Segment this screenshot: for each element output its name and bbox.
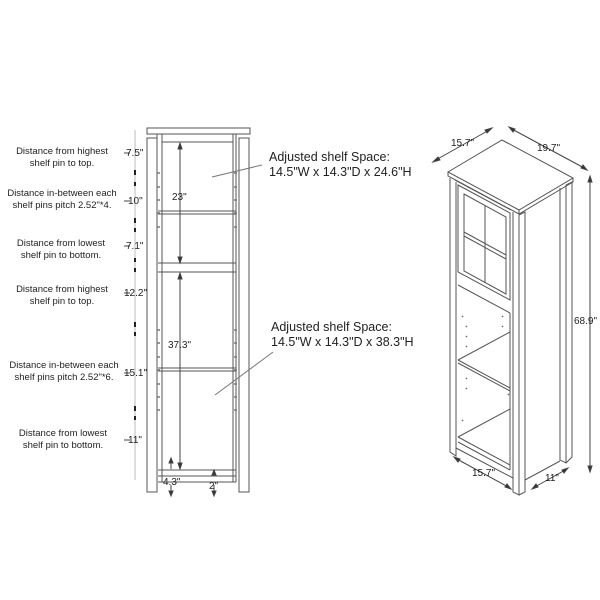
annotation-upper-pitch: Distance in-between each shelf pins pitc… <box>7 188 117 211</box>
annotation-lower-bottom: Distance from lowest shelf pin to bottom… <box>18 428 108 451</box>
dim-lower-top: 12.2" <box>124 288 148 299</box>
annotation-lower-pitch: Distance in-between each shelf pins pitc… <box>9 360 119 383</box>
callout-lower-shelf-space: Adjusted shelf Space: 14.5"W x 14.3"D x … <box>271 320 414 349</box>
dim-iso-bottom-depth: 11" <box>545 473 559 484</box>
callout-upper-shelf-space: Adjusted shelf Space: 14.5"W x 14.3"D x … <box>269 150 412 179</box>
dim-upper-top: 7.5" <box>126 148 144 159</box>
dim-upper-bottom: 7.1" <box>126 241 144 252</box>
dim-bottom-panel: 2" <box>209 481 219 492</box>
dim-iso-top-depth: 15.7" <box>451 138 475 149</box>
dim-iso-bottom-width: 15.7" <box>472 468 496 479</box>
dim-base-height: 4.3" <box>163 477 181 488</box>
annotation-lower-top: Distance from highest shelf pin to top. <box>16 284 108 307</box>
dim-iso-top-width: 19.7" <box>537 143 561 154</box>
dim-upper-height: 23" <box>172 192 187 203</box>
annotation-upper-bottom: Distance from lowest shelf pin to bottom… <box>16 238 106 261</box>
dim-lower-pitch: 15.1" <box>124 368 148 379</box>
front-top-board <box>146 127 251 135</box>
annotation-upper-top: Distance from highest shelf pin to top. <box>16 146 108 169</box>
dim-lower-height: 37.3" <box>168 340 192 351</box>
dim-upper-pitch: 10" <box>128 196 143 207</box>
front-right-post <box>238 137 250 493</box>
front-left-post <box>146 137 158 493</box>
dim-lower-bottom: 11" <box>128 435 142 446</box>
dim-iso-height: 68.9" <box>574 316 598 327</box>
